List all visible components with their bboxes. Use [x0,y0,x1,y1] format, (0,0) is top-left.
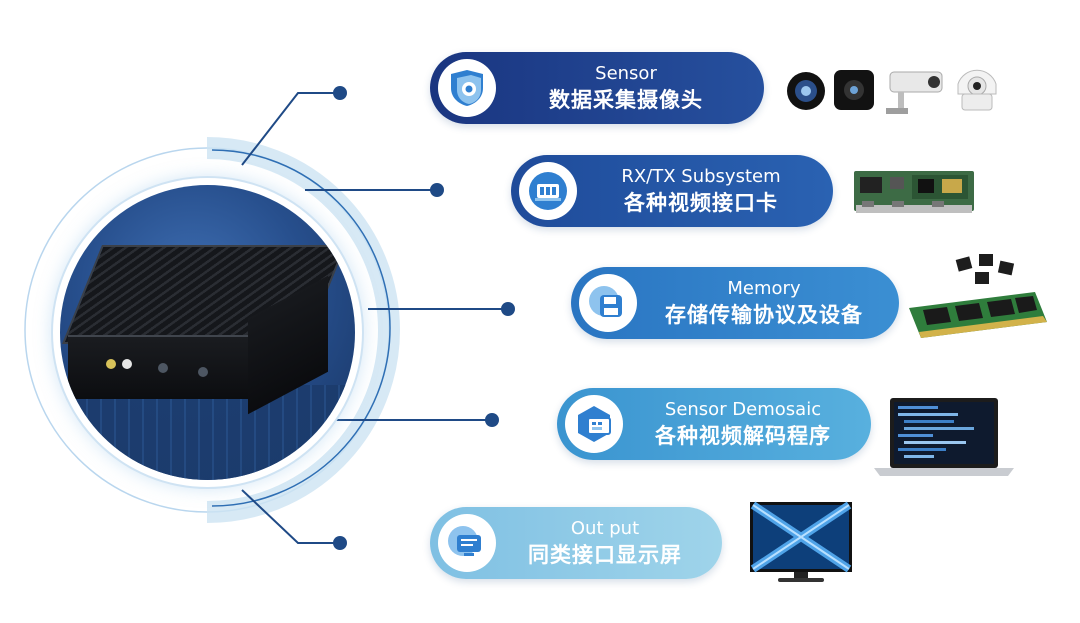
server-chassis-front [68,335,248,399]
camera-shield-icon [451,70,483,106]
cameras-image [787,69,997,114]
ram-module-image [909,254,1047,338]
port-icon [198,367,208,377]
node-title-cn: 各种视频解码程序 [655,424,831,448]
connector-sensor [241,92,340,166]
node-dot-sensor [333,86,347,100]
interface-board-image [854,171,974,213]
pill-output[interactable]: Out put 同类接口显示屏 [430,507,722,579]
node-dot-rxtx [430,183,444,197]
hub-floor [60,385,355,480]
port-icon [122,359,132,369]
node-dot-demosaic [485,413,499,427]
pill-memory[interactable]: Memory 存储传输协议及设备 [571,267,899,339]
node-title-en: Memory [727,278,801,299]
node-title-cn: 数据采集摄像头 [549,88,703,112]
icon-ring [438,59,496,117]
interface-card-icon [529,172,567,210]
node-title-en: Out put [570,518,640,539]
inner-ring-arc [211,149,391,507]
node-title-cn: 存储传输协议及设备 [665,303,863,327]
node-title-cn: 同类接口显示屏 [528,543,682,567]
node-title-en: RX/TX Subsystem [621,166,781,187]
pill-sensor[interactable]: Sensor 数据采集摄像头 [430,52,764,124]
node-title-en: Sensor Demosaic [664,399,822,420]
port-icon [158,363,168,373]
icon-ring [438,514,496,572]
icon-ring [565,395,623,453]
flat-screen-tv-image [750,501,852,582]
node-title-cn: 各种视频接口卡 [624,191,778,215]
node-title-en: Sensor [595,63,657,84]
icon-ring [579,274,637,332]
node-dot-memory [501,302,515,316]
floppy-disk-icon [589,286,622,317]
device-hub-image [60,185,355,480]
pill-rxtx[interactable]: RX/TX Subsystem 各种视频接口卡 [511,155,833,227]
icon-ring [519,162,577,220]
connector-output [241,489,340,544]
monitor-icon [448,526,481,556]
node-dot-output [333,536,347,550]
laptop-code-image [874,398,1014,476]
decoder-chip-icon [578,406,611,442]
port-icon [106,359,116,369]
pill-demosaic[interactable]: Sensor Demosaic 各种视频解码程序 [557,388,871,460]
